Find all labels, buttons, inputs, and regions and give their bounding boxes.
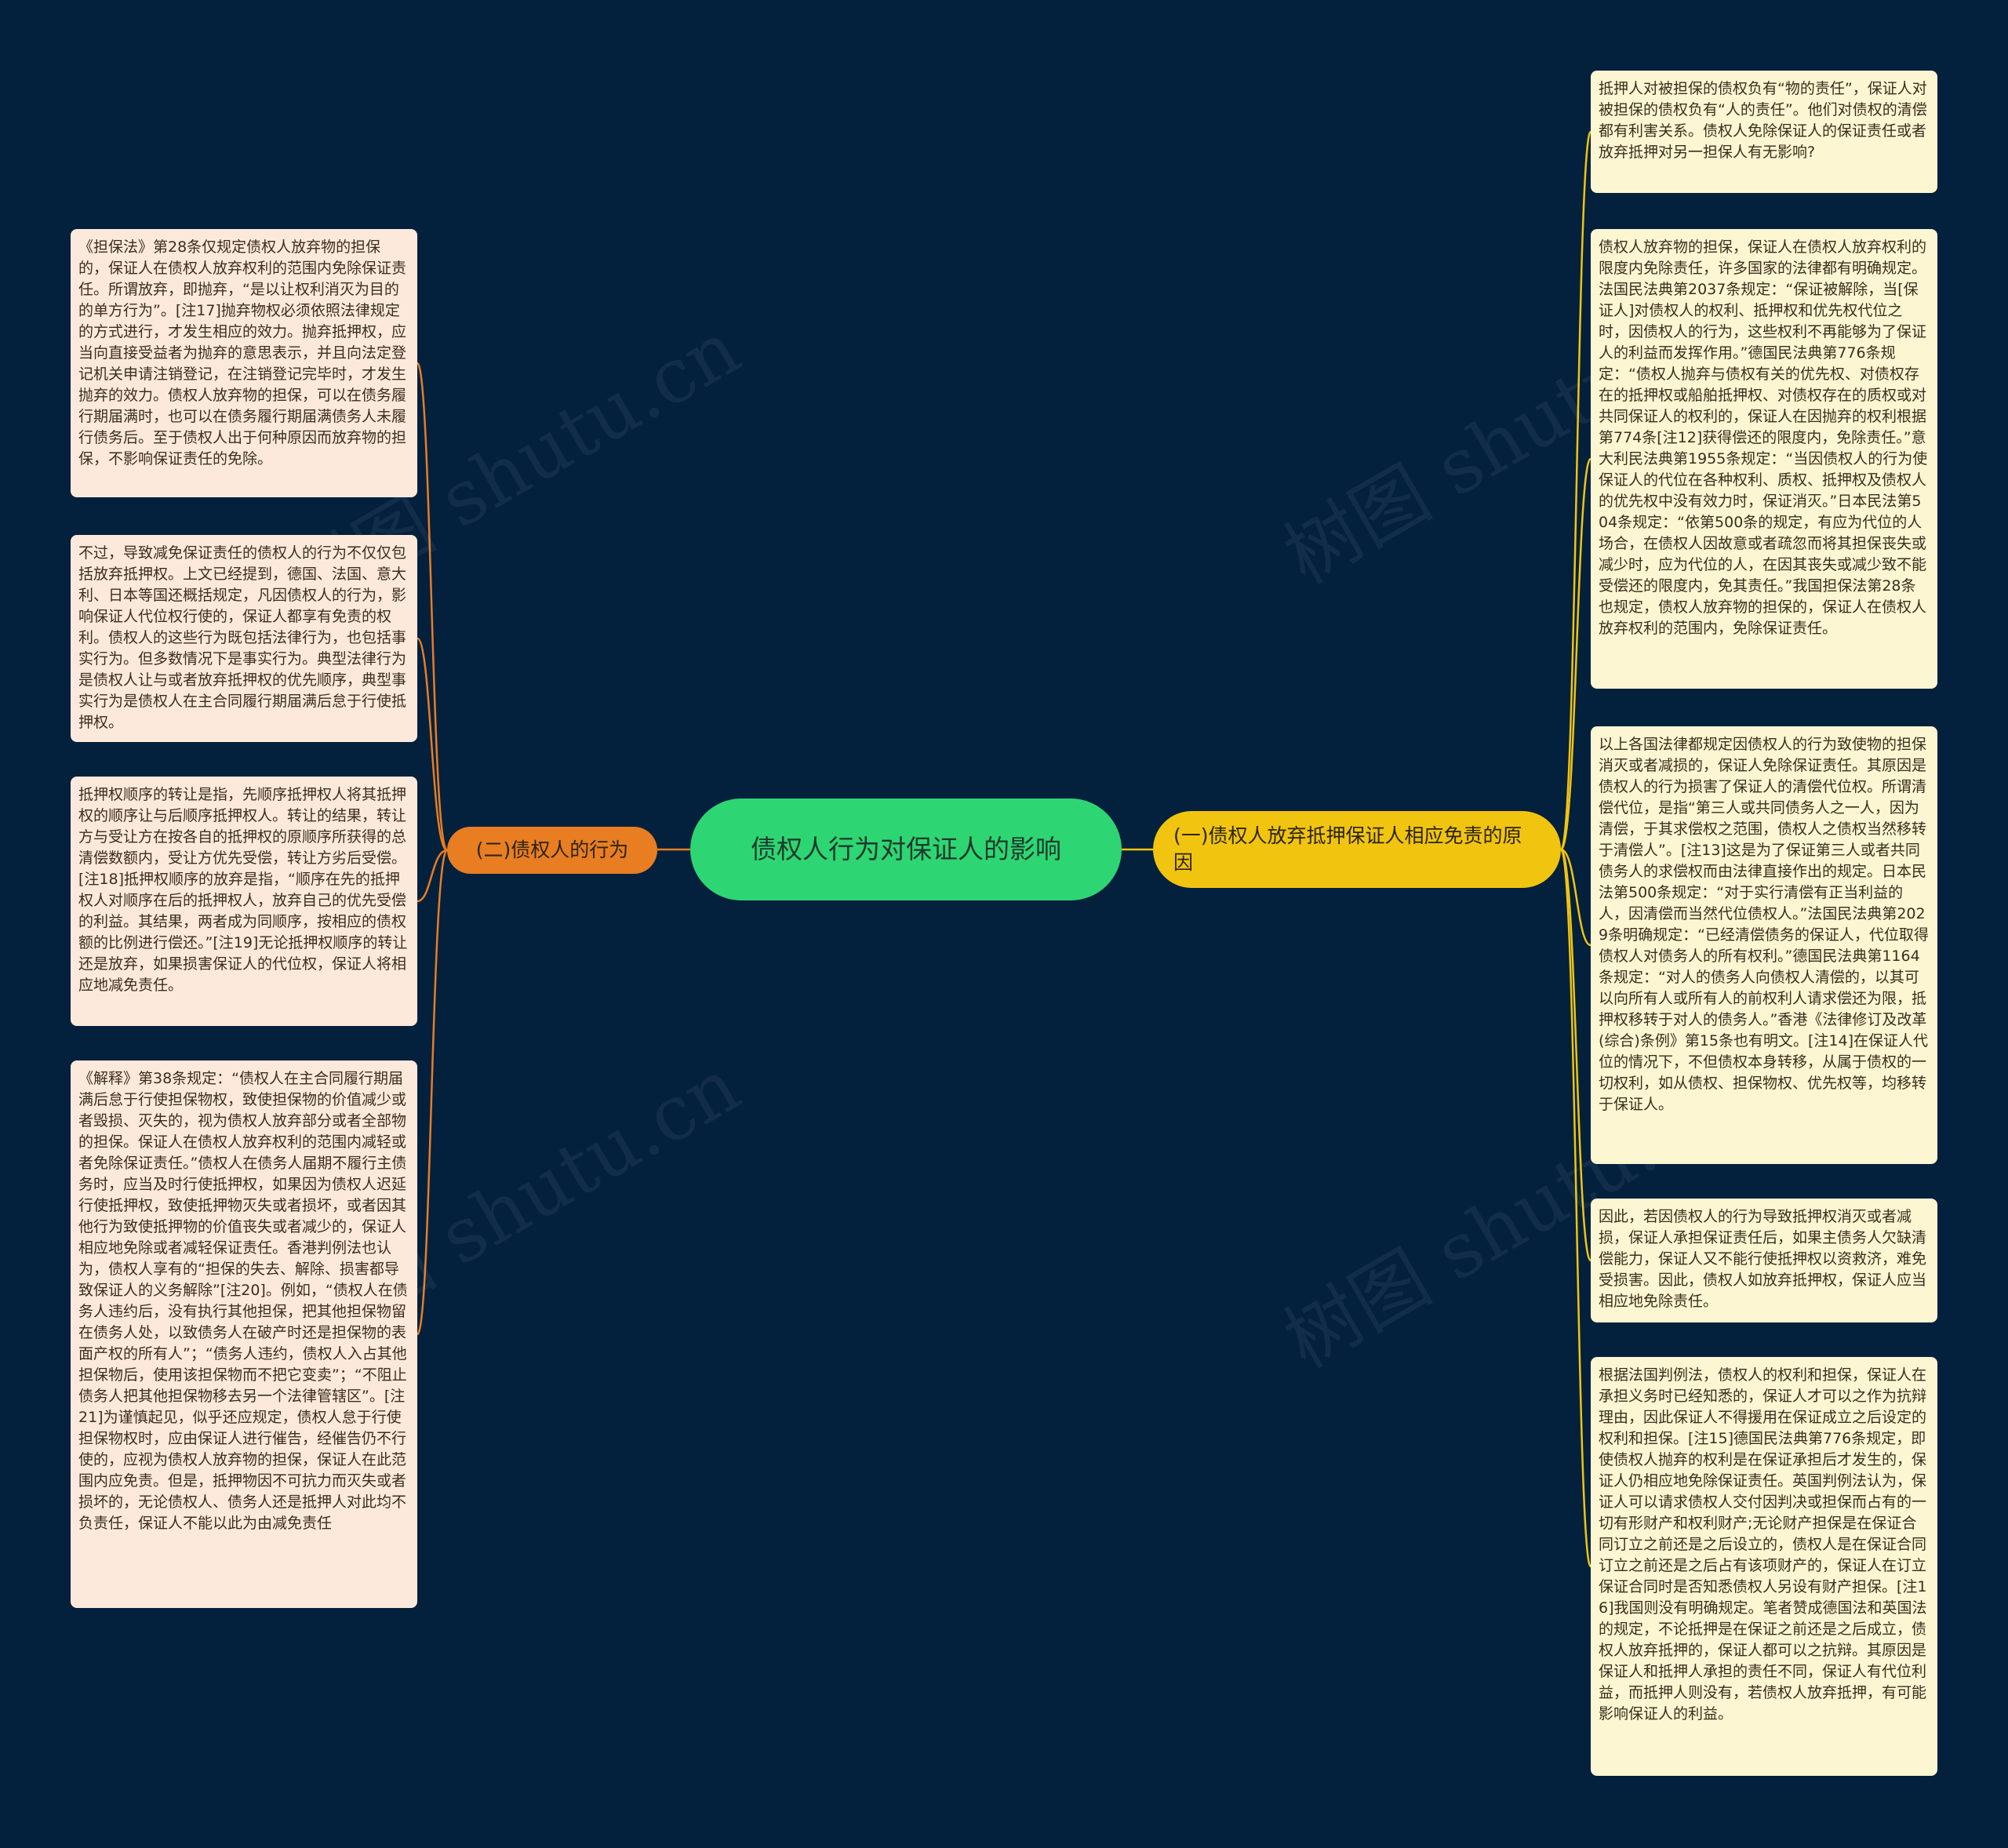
link-left-leaf-4 — [416, 849, 449, 1336]
leaf-node-right-4[interactable]: 因此，若因债权人的行为导致抵押权消灭或者减损，保证人承担保证责任后，如果主债务人… — [1591, 1199, 1937, 1322]
link-left-leaf-2 — [416, 637, 449, 852]
leaf-node-right-5[interactable]: 根据法国判例法，债权人的权利和担保，保证人在承担义务时已经知悉的，保证人才可以之… — [1591, 1357, 1937, 1776]
link-right-leaf-4 — [1559, 848, 1592, 1262]
branch-label: (一)债权人放弃抵押保证人相应免责的原因 — [1173, 824, 1522, 874]
leaf-node-left-2[interactable]: 不过，导致减免保证责任的债权人的行为不仅仅包括放弃抵押权。上文已经提到，德国、法… — [71, 535, 417, 742]
leaf-node-left-1[interactable]: 《担保法》第28条仅规定债权人放弃物的担保的，保证人在债权人放弃权利的范围内免除… — [71, 229, 417, 497]
link-left-leaf-3 — [417, 849, 448, 903]
link-right-leaf-2 — [1559, 457, 1592, 851]
leaf-node-left-4[interactable]: 《解释》第38条规定：“债权人在主合同履行期届满后怠于行使担保物权，致使担保物的… — [71, 1060, 417, 1608]
leaf-node-left-3[interactable]: 抵押权顺序的转让是指，先顺序抵押权人将其抵押权的顺序让与后顺序抵押权人。转让的结… — [71, 777, 417, 1026]
root-topic-label: 债权人行为对保证人的影响 — [751, 834, 1061, 864]
link-right-leaf-1 — [1559, 130, 1592, 851]
root-topic[interactable]: 债权人行为对保证人的影响 — [690, 798, 1122, 900]
leaf-node-right-3[interactable]: 以上各国法律都规定因债权人的行为致使物的担保消灭或者减损的，保证人免除保证责任。… — [1591, 726, 1937, 1164]
branch-exemption-reason[interactable]: (一)债权人放弃抵押保证人相应免责的原因 — [1153, 811, 1561, 888]
leaf-node-right-1[interactable]: 抵押人对被担保的债权负有“物的责任”，保证人对被担保的债权负有“人的责任”。他们… — [1591, 71, 1937, 193]
branch-creditor-behavior[interactable]: (二)债权人的行为 — [447, 827, 657, 874]
link-right-leaf-3 — [1560, 848, 1591, 947]
link-right-leaf-5 — [1559, 848, 1592, 1568]
branch-label: (二)债权人的行为 — [475, 839, 629, 861]
link-left-leaf-1 — [416, 362, 449, 852]
leaf-node-right-2[interactable]: 债权人放弃物的担保，保证人在债权人放弃权利的限度内免除责任，许多国家的法律都有明… — [1591, 229, 1937, 689]
